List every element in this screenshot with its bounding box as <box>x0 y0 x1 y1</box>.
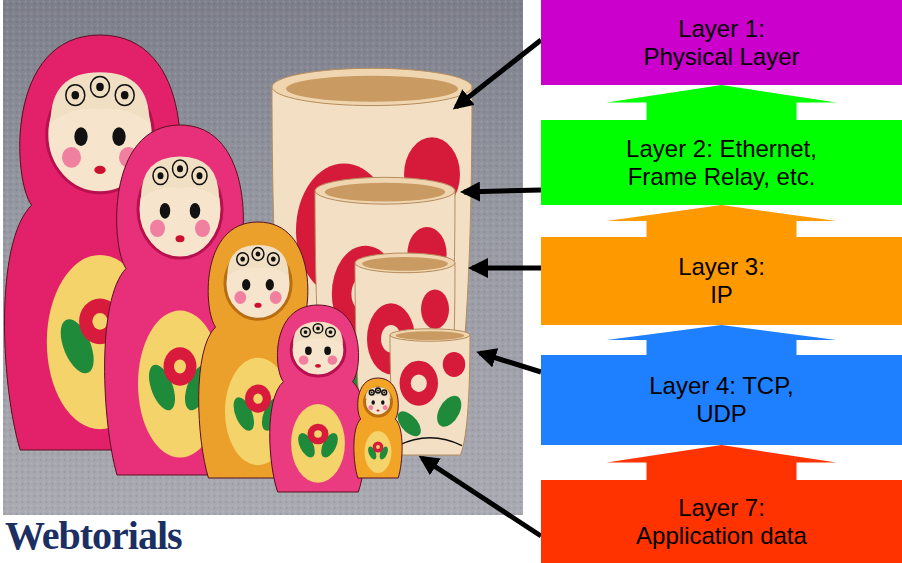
layer-band: Layer 3: IP <box>541 237 902 325</box>
block-arrow <box>607 205 837 237</box>
leader-arrow <box>480 353 541 372</box>
leader-arrows <box>422 40 541 536</box>
block-arrow <box>607 445 837 480</box>
layer-label: Layer 1: Physical Layer <box>632 15 812 71</box>
nesting-doll <box>354 378 402 478</box>
block-arrow <box>607 85 837 120</box>
layer-label: Layer 4: TCP, UDP <box>647 372 797 428</box>
layer-band: Layer 2: Ethernet, Frame Relay, etc. <box>541 120 902 205</box>
layer-band: Layer 1: Physical Layer <box>541 0 902 85</box>
layer-band: Layer 4: TCP, UDP <box>541 355 902 445</box>
leader-arrow <box>464 190 541 192</box>
photo-ground <box>3 0 523 515</box>
logo-text: Webtorials <box>5 514 182 558</box>
photo-texture <box>3 0 523 515</box>
layer-label: Layer 7: Application data <box>627 494 817 550</box>
photo <box>3 0 523 515</box>
nesting-doll <box>270 305 367 492</box>
block-arrow <box>607 325 837 355</box>
layer-label: Layer 3: IP <box>672 253 772 309</box>
leader-arrow <box>456 40 541 107</box>
layer-band: Layer 7: Application data <box>541 480 902 563</box>
leader-arrow <box>472 266 541 271</box>
leader-arrow <box>422 458 541 536</box>
layer-label: Layer 2: Ethernet, Frame Relay, etc. <box>607 135 837 191</box>
